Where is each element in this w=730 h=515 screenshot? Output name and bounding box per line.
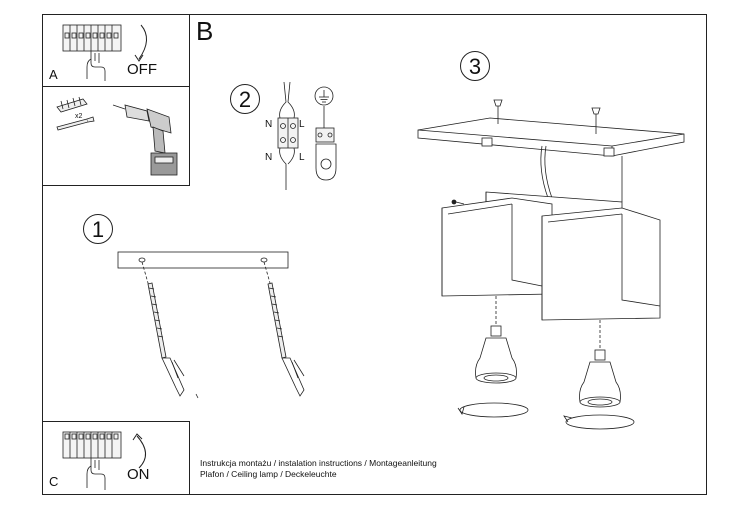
panel-c-letter: C [49, 474, 59, 489]
step-2-terminal-block [277, 81, 299, 190]
panel-a-breaker-off: A OFF [42, 14, 190, 87]
terminal-l-bottom: L [299, 152, 305, 163]
panel-c-breaker-on: C ON [42, 421, 190, 495]
caption-line-1: Instrukcja montażu / instalation instruc… [200, 458, 437, 468]
panel-c-on-label: ON [127, 466, 150, 483]
terminal-n-top: N [265, 119, 273, 130]
terminal-n-bottom: N [265, 152, 273, 163]
step-3-lamp-drawing [417, 99, 685, 430]
instruction-sheet [42, 14, 707, 495]
drill-icon [112, 104, 178, 176]
step-1-mounting-drawing [117, 251, 305, 399]
breaker-icon [62, 431, 146, 490]
step-3-number: 3 [460, 51, 490, 81]
section-b-letter: B [196, 16, 214, 46]
caption-line-2: Plafon / Ceiling lamp / Deckeleuchte [200, 469, 337, 479]
anchor-and-screw-icon [56, 96, 95, 131]
step-2-number: 2 [230, 84, 260, 114]
panel-a-letter: A [49, 67, 58, 82]
breaker-icon [62, 24, 147, 81]
terminal-l-top: L [299, 119, 305, 130]
ground-terminal-icon [314, 86, 337, 181]
anchor-count-label: x2 [75, 113, 83, 120]
panel-tools: x2 [42, 86, 190, 186]
panel-a-off-label: OFF [127, 61, 157, 78]
step-1-number: 1 [83, 214, 113, 244]
